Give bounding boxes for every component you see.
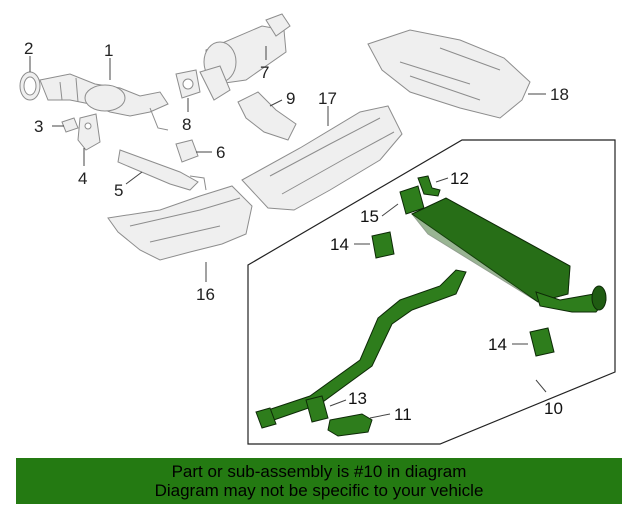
muffler[interactable]	[411, 197, 607, 313]
hanger-part-14-lower[interactable]	[529, 327, 555, 357]
gasket-part-2	[19, 71, 41, 101]
clamp-part-12[interactable]	[417, 175, 441, 197]
assembly-10-frame	[247, 139, 616, 445]
callout-10: 10	[544, 399, 563, 418]
bolt-part-3	[61, 117, 79, 133]
callout-15: 15	[360, 207, 379, 226]
callout-2: 2	[24, 39, 33, 58]
callout-1: 1	[104, 41, 113, 60]
clamp-part-11[interactable]	[327, 413, 373, 437]
callout-14-upper: 14	[330, 235, 349, 254]
leader-lines	[29, 46, 547, 419]
banner-line-2: Diagram may not be specific to your vehi…	[154, 481, 484, 500]
callout-3: 3	[34, 117, 43, 136]
heat-shield-part-17	[241, 105, 403, 211]
hanger-part-6	[175, 139, 199, 163]
info-banner: Part or sub-assembly is #10 in diagram D…	[16, 458, 622, 504]
bracket-part-4	[77, 113, 101, 151]
flange-gasket-part-8	[175, 69, 201, 99]
callout-11: 11	[394, 405, 412, 424]
hanger-part-14-upper[interactable]	[371, 231, 395, 259]
callout-7: 7	[260, 63, 269, 82]
callout-9: 9	[286, 89, 295, 108]
callout-18: 18	[550, 85, 569, 104]
callout-5: 5	[114, 181, 123, 200]
intermediate-pipe[interactable]	[255, 269, 467, 429]
callout-labels: 1 2 3 4 5 6 7 8 9 10 11 12 13 14 14 15 1…	[24, 39, 569, 424]
heat-shield-part-9	[237, 91, 297, 141]
callout-12: 12	[450, 169, 469, 188]
hanger-part-15[interactable]	[399, 185, 425, 215]
underbody-shield-part-18	[367, 29, 531, 119]
callout-16: 16	[196, 285, 215, 304]
hanger-part-13[interactable]	[305, 395, 329, 423]
callout-13: 13	[348, 389, 367, 408]
callout-17: 17	[318, 89, 337, 108]
callout-14-lower: 14	[488, 335, 507, 354]
callout-6: 6	[216, 143, 225, 162]
callout-4: 4	[78, 169, 87, 188]
heat-shield-part-16	[107, 185, 253, 261]
catalytic-converter-part-7	[199, 13, 291, 101]
catalytic-converter-part-1	[39, 73, 169, 131]
banner-line-1: Part or sub-assembly is #10 in diagram	[171, 462, 467, 481]
callout-8: 8	[182, 115, 191, 134]
exhaust-parts-diagram: 1 2 3 4 5 6 7 8 9 10 11 12 13 14 14 15 1…	[19, 13, 616, 445]
heat-shield-strip-part-5	[117, 149, 207, 191]
